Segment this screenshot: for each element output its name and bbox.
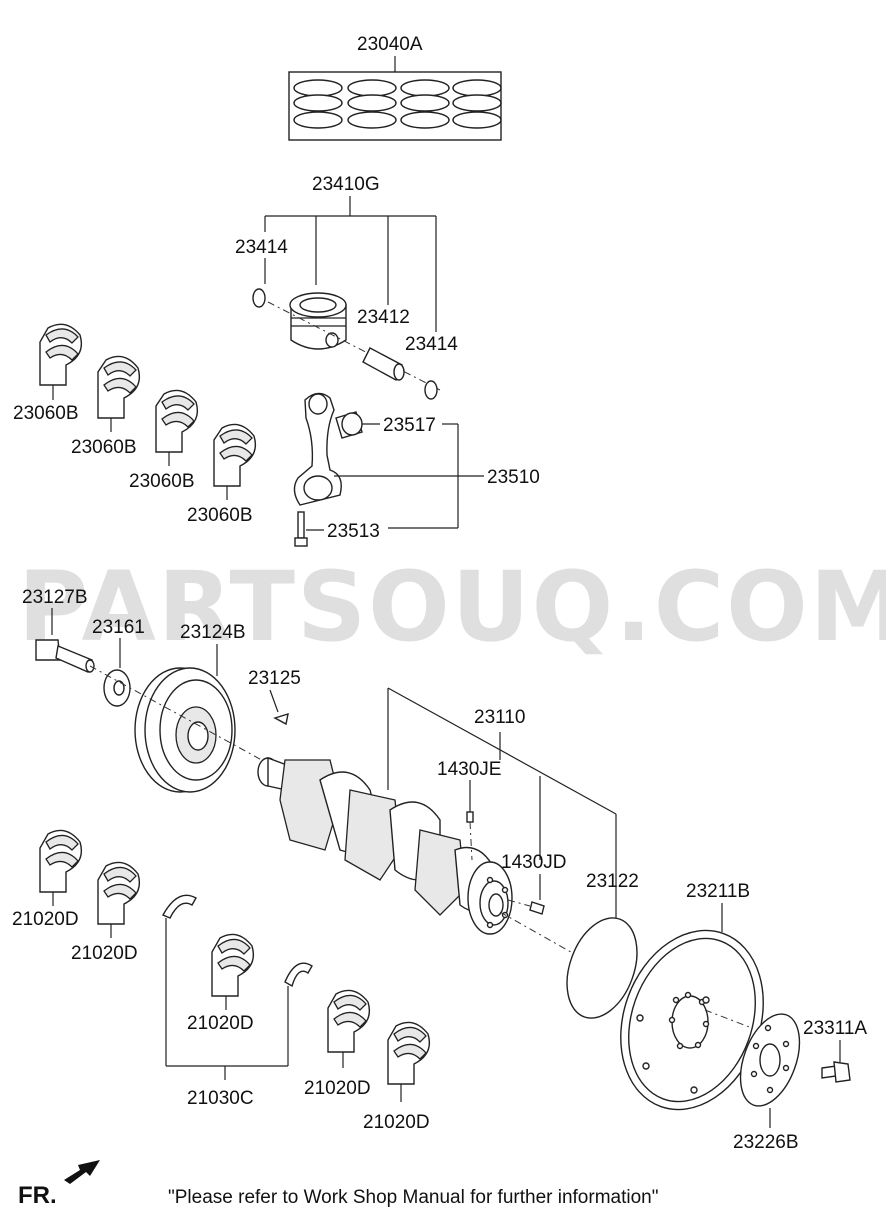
label-23510[interactable]: 23510 [487, 467, 540, 488]
front-orientation: FR. [18, 1160, 100, 1209]
label-23311A[interactable]: 23311A [803, 1018, 867, 1039]
label-23040A[interactable]: 23040A [357, 34, 423, 55]
adapter-plate[interactable]: 23226B [729, 1006, 811, 1153]
label-21020D-4[interactable]: 21020D [304, 1078, 371, 1099]
piston[interactable] [289, 292, 347, 350]
watermark: PARTSOUQ.COM [18, 551, 886, 663]
ring-stack-4 [452, 79, 502, 129]
label-23412[interactable]: 23412 [357, 307, 410, 328]
ring-gear[interactable]: 23122 [554, 871, 650, 1028]
piston-pin[interactable] [362, 347, 405, 381]
ring-stack-2 [347, 79, 397, 129]
damper-pulley[interactable]: 23124B [134, 622, 246, 793]
thrust-washer[interactable]: 21030C [162, 894, 313, 1109]
front-direction-arrow-icon [64, 1160, 100, 1184]
main-bearing-1[interactable]: 21020D [12, 829, 83, 930]
piston-pin-assembly[interactable]: 23410G 23414 23412 23414 [235, 174, 458, 400]
label-23211B[interactable]: 23211B [686, 881, 750, 902]
label-21020D-2[interactable]: 21020D [71, 943, 138, 964]
snap-ring-lower[interactable] [424, 380, 438, 400]
label-23060B-4[interactable]: 23060B [187, 505, 253, 526]
con-rod-bushing[interactable] [335, 411, 363, 439]
main-bearing-2[interactable]: 21020D [71, 861, 141, 964]
label-23060B-2[interactable]: 23060B [71, 437, 137, 458]
washer[interactable]: 23161 [92, 617, 145, 707]
crankshaft[interactable]: 23110 [257, 687, 617, 935]
rod-bearing-4[interactable]: 23060B [187, 423, 257, 526]
label-21020D-5[interactable]: 21020D [363, 1112, 430, 1133]
label-23410G[interactable]: 23410G [312, 174, 380, 195]
key[interactable]: 23125 [248, 668, 301, 726]
rod-bearing-1[interactable]: 23060B [13, 323, 83, 424]
label-23060B-3[interactable]: 23060B [129, 471, 195, 492]
label-23110[interactable]: 23110 [474, 707, 525, 728]
drive-plate[interactable]: 23211B [597, 881, 788, 1130]
label-23414-lower[interactable]: 23414 [405, 334, 458, 355]
label-23513[interactable]: 23513 [327, 521, 380, 542]
label-23125[interactable]: 23125 [248, 668, 301, 689]
label-23127B[interactable]: 23127B [22, 587, 88, 608]
plate-bolt[interactable]: 23311A [803, 1018, 867, 1083]
workshop-manual-note: "Please refer to Work Shop Manual for fu… [168, 1187, 658, 1208]
main-bearing-4[interactable]: 21020D [304, 989, 371, 1099]
snap-ring-upper[interactable] [252, 288, 266, 308]
ring-stack-3 [400, 79, 450, 129]
rod-bearing-3[interactable]: 23060B [129, 389, 199, 492]
dowel-pin-lower[interactable]: 1430JD [501, 852, 567, 915]
rod-bearing-2[interactable]: 23060B [71, 355, 141, 458]
label-23124B[interactable]: 23124B [180, 622, 246, 643]
label-23517[interactable]: 23517 [383, 415, 436, 436]
connecting-rod-assembly[interactable]: 23517 23510 23513 [293, 392, 540, 547]
label-23226B[interactable]: 23226B [733, 1132, 799, 1153]
main-bearing-5[interactable]: 21020D [363, 1021, 431, 1133]
main-bearing-3[interactable]: 21020D [187, 933, 255, 1034]
piston-ring-set[interactable]: 23040A [288, 34, 502, 141]
label-21020D-1[interactable]: 21020D [12, 909, 79, 930]
label-21030C[interactable]: 21030C [187, 1088, 254, 1109]
con-rod-bolt[interactable] [294, 511, 308, 547]
label-23060B-1[interactable]: 23060B [13, 403, 79, 424]
label-23122[interactable]: 23122 [586, 871, 639, 892]
pulley-bolt[interactable]: 23127B [22, 587, 95, 673]
ring-stack-1 [293, 79, 343, 129]
dowel-pin-upper[interactable]: 1430JE [437, 759, 501, 861]
label-1430JD[interactable]: 1430JD [501, 852, 567, 873]
label-23414-upper[interactable]: 23414 [235, 237, 288, 258]
label-23161[interactable]: 23161 [92, 617, 145, 638]
connecting-rod[interactable] [293, 392, 342, 506]
label-21020D-3[interactable]: 21020D [187, 1013, 254, 1034]
orientation-label: FR. [18, 1182, 57, 1209]
label-1430JE[interactable]: 1430JE [437, 759, 501, 780]
